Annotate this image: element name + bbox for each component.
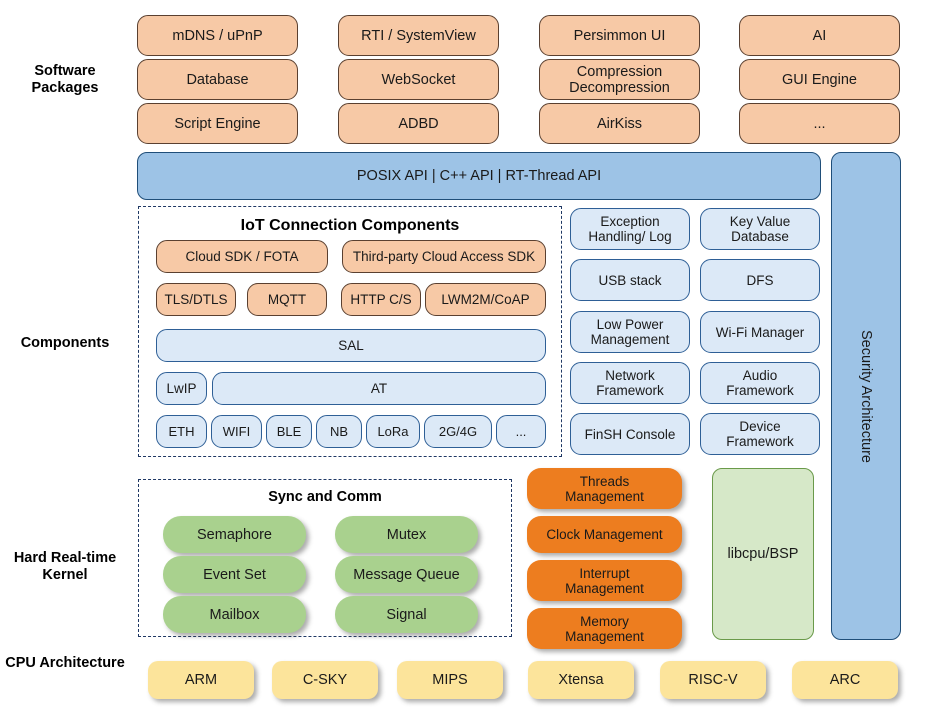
component-box[interactable]: Exception Handling/ Log bbox=[570, 208, 690, 250]
iot-box[interactable]: MQTT bbox=[247, 283, 327, 316]
row-label-kernel: Hard Real-time Kernel bbox=[13, 550, 117, 583]
component-box[interactable]: FinSH Console bbox=[570, 413, 690, 455]
component-box[interactable]: Device Framework bbox=[700, 413, 820, 455]
package-box[interactable]: ADBD bbox=[338, 103, 499, 144]
sync-box[interactable]: Event Set bbox=[163, 556, 306, 593]
iot-link-box[interactable]: LoRa bbox=[366, 415, 420, 448]
package-box[interactable]: WebSocket bbox=[338, 59, 499, 100]
iot-lwip-box[interactable]: LwIP bbox=[156, 372, 207, 405]
sync-comm-group: Sync and Comm bbox=[138, 479, 512, 637]
iot-link-box[interactable]: 2G/4G bbox=[424, 415, 492, 448]
api-bar[interactable]: POSIX API | C++ API | RT-Thread API bbox=[137, 152, 821, 200]
iot-link-box[interactable]: NB bbox=[316, 415, 362, 448]
package-box[interactable]: AirKiss bbox=[539, 103, 700, 144]
cpu-arch-box[interactable]: ARC bbox=[792, 661, 898, 699]
iot-link-box[interactable]: WIFI bbox=[211, 415, 262, 448]
row-label-cpu: CPU Architecture bbox=[5, 655, 125, 671]
kernel-mgmt-box[interactable]: Clock Management bbox=[527, 516, 682, 553]
cpu-arch-box[interactable]: MIPS bbox=[397, 661, 503, 699]
component-box[interactable]: Wi-Fi Manager bbox=[700, 311, 820, 353]
cpu-arch-box[interactable]: C-SKY bbox=[272, 661, 378, 699]
package-box[interactable]: AI bbox=[739, 15, 900, 56]
package-box[interactable]: mDNS / uPnP bbox=[137, 15, 298, 56]
iot-at-box[interactable]: AT bbox=[212, 372, 546, 405]
iot-link-box[interactable]: ETH bbox=[156, 415, 207, 448]
package-box[interactable]: Database bbox=[137, 59, 298, 100]
package-box[interactable]: Compression Decompression bbox=[539, 59, 700, 100]
iot-box[interactable]: HTTP C/S bbox=[341, 283, 421, 316]
iot-sal-box[interactable]: SAL bbox=[156, 329, 546, 362]
kernel-mgmt-box[interactable]: Threads Management bbox=[527, 468, 682, 509]
iot-connection-group: IoT Connection Components bbox=[138, 206, 562, 457]
component-box[interactable]: Low Power Management bbox=[570, 311, 690, 353]
iot-box[interactable]: Third-party Cloud Access SDK bbox=[342, 240, 546, 273]
iot-link-box[interactable]: ... bbox=[496, 415, 546, 448]
sync-box[interactable]: Mutex bbox=[335, 516, 478, 553]
kernel-mgmt-box[interactable]: Interrupt Management bbox=[527, 560, 682, 601]
iot-group-title: IoT Connection Components bbox=[240, 217, 460, 234]
sync-comm-title: Sync and Comm bbox=[268, 489, 382, 505]
package-box[interactable]: RTI / SystemView bbox=[338, 15, 499, 56]
iot-box[interactable]: TLS/DTLS bbox=[156, 283, 236, 316]
kernel-mgmt-box[interactable]: Memory Management bbox=[527, 608, 682, 649]
security-architecture-label: Security Architecture bbox=[858, 329, 874, 463]
security-architecture-column[interactable]: Security Architecture bbox=[831, 152, 901, 640]
component-box[interactable]: Key Value Database bbox=[700, 208, 820, 250]
sync-box[interactable]: Mailbox bbox=[163, 596, 306, 633]
package-box[interactable]: Persimmon UI bbox=[539, 15, 700, 56]
cpu-arch-box[interactable]: Xtensa bbox=[528, 661, 634, 699]
component-box[interactable]: USB stack bbox=[570, 259, 690, 301]
component-box[interactable]: DFS bbox=[700, 259, 820, 301]
package-box[interactable]: ... bbox=[739, 103, 900, 144]
package-box[interactable]: Script Engine bbox=[137, 103, 298, 144]
component-box[interactable]: Audio Framework bbox=[700, 362, 820, 404]
iot-box[interactable]: LWM2M/CoAP bbox=[425, 283, 546, 316]
row-label-software-packages: Software Packages bbox=[31, 63, 99, 96]
sync-box[interactable]: Semaphore bbox=[163, 516, 306, 553]
sync-box[interactable]: Message Queue bbox=[335, 556, 478, 593]
component-box[interactable]: Network Framework bbox=[570, 362, 690, 404]
iot-box[interactable]: Cloud SDK / FOTA bbox=[156, 240, 328, 273]
libcpu-bsp-box[interactable]: libcpu/BSP bbox=[712, 468, 814, 640]
row-label-components: Components bbox=[20, 335, 110, 351]
cpu-arch-box[interactable]: ARM bbox=[148, 661, 254, 699]
iot-link-box[interactable]: BLE bbox=[266, 415, 312, 448]
sync-box[interactable]: Signal bbox=[335, 596, 478, 633]
cpu-arch-box[interactable]: RISC-V bbox=[660, 661, 766, 699]
package-box[interactable]: GUI Engine bbox=[739, 59, 900, 100]
